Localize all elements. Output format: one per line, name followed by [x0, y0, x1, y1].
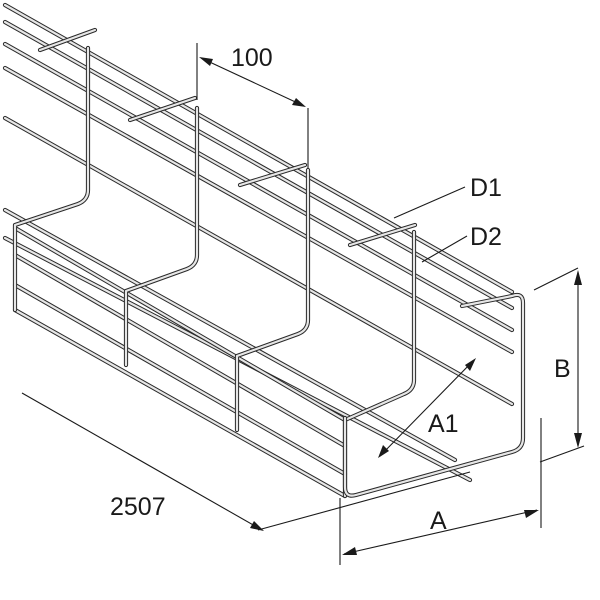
longitudinal-wire: [12, 307, 348, 499]
end-frame-wire: [342, 292, 526, 498]
d2-leader-line: [421, 235, 468, 263]
top-crossbar: [347, 222, 418, 248]
height-label: B: [554, 355, 571, 383]
cross-wire: [12, 45, 91, 313]
top-crossbar: [127, 95, 198, 123]
longitudinal-wire: [12, 252, 348, 449]
cross-wire: [123, 105, 200, 368]
d1-label: D1: [470, 174, 502, 202]
longitudinal-wire: [2, 41, 515, 333]
top-crossbar: [37, 27, 98, 53]
longitudinal-wire: [2, 115, 515, 407]
length-dimension: [21, 392, 471, 531]
longitudinal-wire: [2, 207, 458, 463]
longitudinal-wire: [12, 225, 348, 423]
cross-wire: [342, 229, 417, 499]
labels: 100 2507 D1 D2 A A1 B: [110, 44, 571, 535]
pitch-dimension: [196, 43, 309, 168]
longitudinal-wire: [12, 282, 348, 477]
pitch-label: 100: [231, 44, 273, 72]
width-label: A: [430, 507, 447, 535]
dimension-lines: [21, 43, 585, 565]
inner-width-dimension: [378, 358, 476, 458]
height-dimension: [533, 267, 585, 463]
d2-label: D2: [470, 223, 502, 251]
length-label: 2507: [110, 493, 166, 521]
wire-mesh-tray: [2, 2, 526, 499]
cross-wire: [234, 167, 311, 433]
longitudinal-wire: [2, 65, 515, 355]
top-crossbar: [237, 162, 308, 188]
width-dimension: [339, 418, 542, 565]
d1-leader-line: [393, 186, 466, 219]
inner-width-label: A1: [428, 410, 459, 438]
